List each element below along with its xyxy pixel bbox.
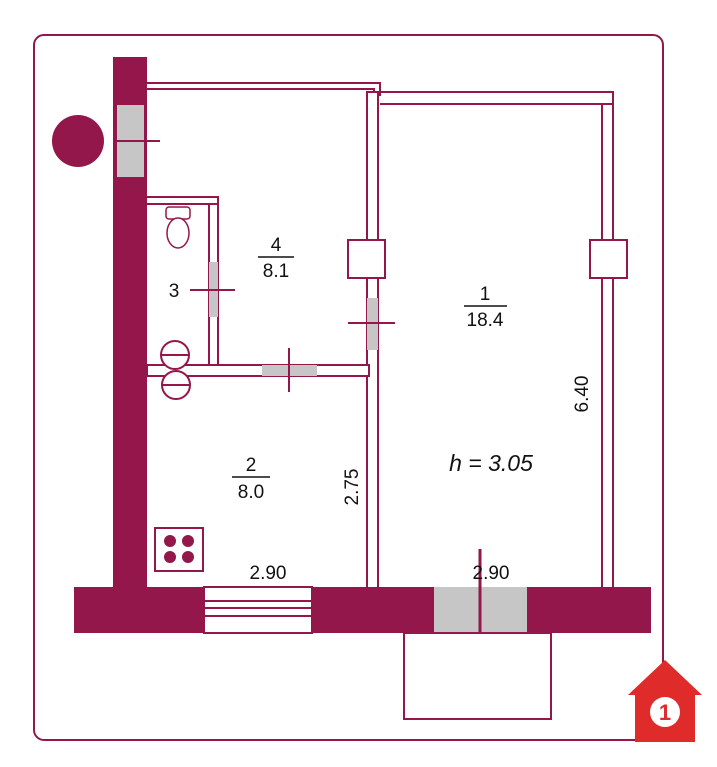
wall-top-right-inner — [380, 103, 604, 108]
dimension-room-length: 6.40 — [572, 376, 593, 413]
column-left — [347, 239, 386, 279]
column-right — [589, 239, 628, 279]
wall-top-left-inner — [147, 88, 375, 96]
wall-bottom-mid — [310, 587, 434, 633]
wall-bottom-left — [74, 587, 206, 633]
house-key-logo: 1 — [628, 660, 702, 742]
wall-partition-horizontal — [146, 364, 370, 377]
room-4-number: 4 — [271, 235, 282, 256]
wall-bottom-right — [527, 587, 651, 633]
dimension-kitchen-width: 2.90 — [250, 563, 287, 584]
dimension-room-width: 2.90 — [473, 563, 510, 584]
room-4-area: 8.1 — [263, 261, 289, 282]
ceiling-height: h = 3.05 — [449, 450, 533, 476]
wall-bathroom — [147, 196, 219, 205]
room-1-area: 18.4 — [467, 310, 504, 331]
riser-icon — [52, 115, 104, 167]
room-2-number: 2 — [246, 455, 257, 476]
wall-right — [601, 103, 614, 589]
room-3-number: 3 — [169, 281, 180, 302]
room-2-area: 8.0 — [238, 482, 264, 503]
stove-icon — [154, 527, 204, 572]
logo-text: 1 — [659, 700, 671, 725]
toilet-icon — [165, 206, 191, 249]
plan-frame — [33, 34, 664, 741]
sink-icon — [161, 370, 191, 400]
wall-top-right — [367, 91, 614, 108]
dimension-kitchen-length: 2.75 — [342, 469, 363, 506]
window-kitchen — [203, 586, 313, 634]
sink-icon — [160, 340, 190, 370]
room-1-number: 1 — [480, 284, 491, 305]
balcony — [403, 632, 552, 720]
